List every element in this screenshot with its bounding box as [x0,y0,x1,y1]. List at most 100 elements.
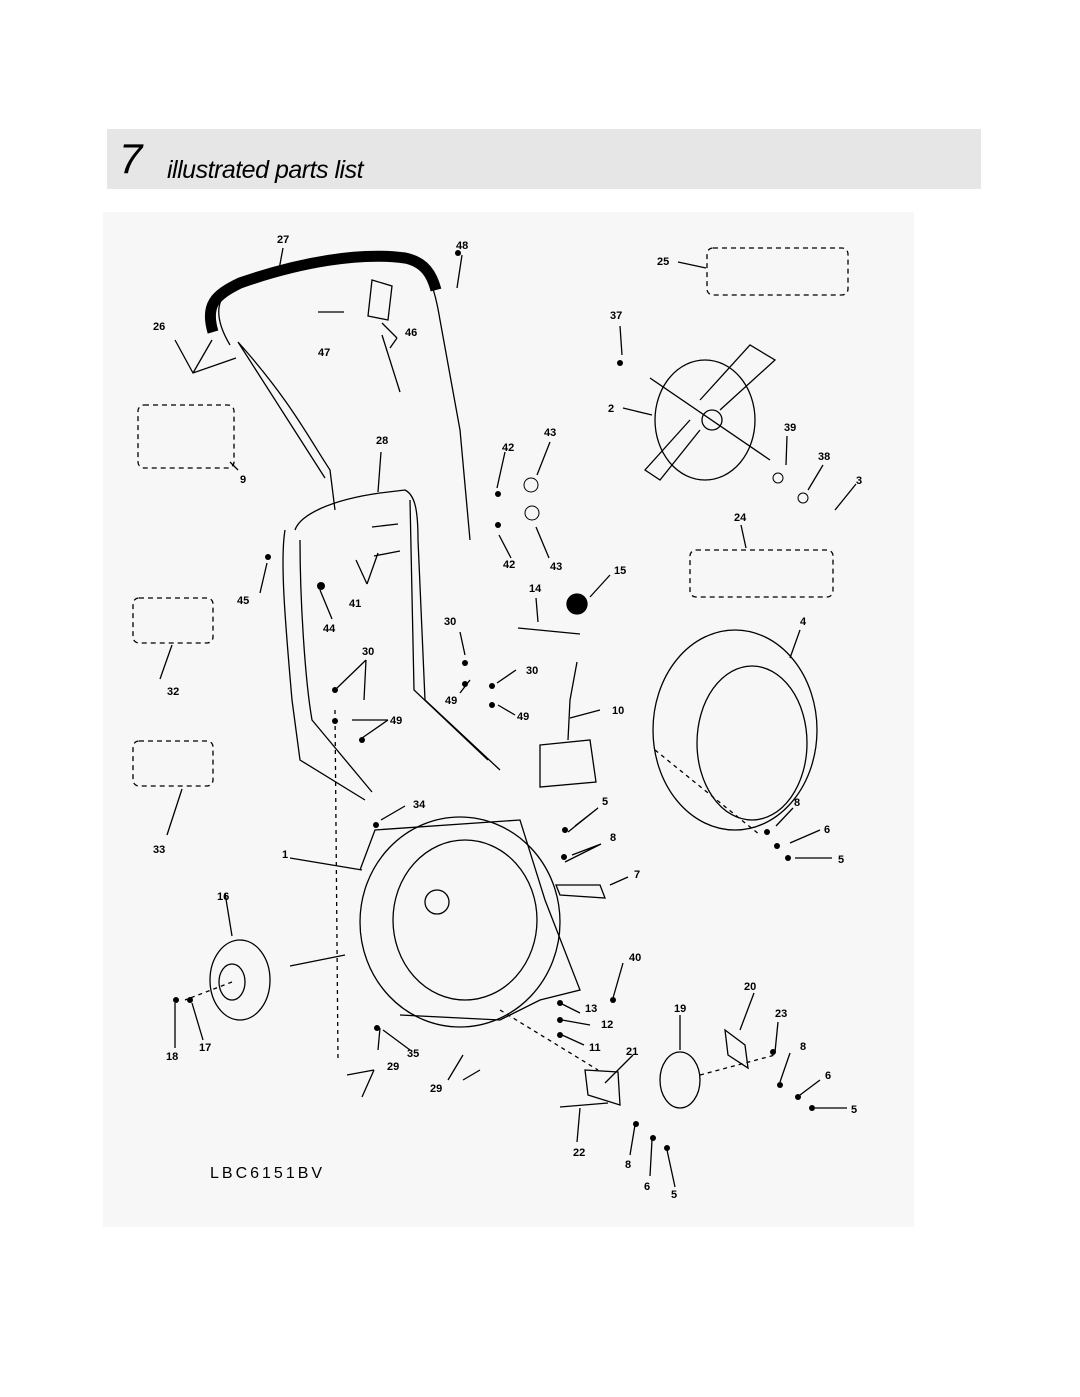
callout-30: 30 [444,616,456,628]
bracket-21 [584,1069,621,1106]
callout-5: 5 [851,1104,857,1116]
callout-27: 27 [277,234,289,246]
leader-lines [159,247,857,1188]
callout-1: 1 [282,849,288,861]
spring-14 [517,627,581,635]
wheel-16-hub [218,963,246,1001]
callout-42: 42 [502,442,514,454]
handle-grip [204,250,442,334]
housing-inlet [424,889,450,915]
callout-33: 33 [153,844,165,856]
model-number: LBC6151BV [210,1165,325,1182]
callout-18: 18 [166,1051,178,1063]
callout-39: 39 [784,422,796,434]
impeller-blade-bottom [644,419,701,481]
callout-23: 23 [775,1008,787,1020]
bracket-20 [724,1028,749,1070]
callout-13: 13 [585,1003,597,1015]
impeller-backplate [654,359,756,481]
impeller-hub [701,409,723,431]
callout-21: 21 [626,1046,638,1058]
callout-49: 49 [445,695,457,707]
callout-32: 32 [167,686,179,698]
section-header: 7 illustrated parts list [107,129,981,189]
callout-10: 10 [612,705,624,717]
phantom-lines [184,709,776,1076]
bracket-48 [367,279,393,321]
callout-8: 8 [794,797,800,809]
callout-47: 47 [318,347,330,359]
callout-9: 9 [240,474,246,486]
handle-bar [218,259,471,541]
bolts-41 [371,523,401,557]
callout-43: 43 [544,427,556,439]
callout-14: 14 [529,583,542,595]
callout-20: 20 [744,981,756,993]
callout-7: 7 [634,869,640,881]
callout-37: 37 [610,310,622,322]
callout-40: 40 [629,952,641,964]
callout-49: 49 [517,711,529,723]
callout-8: 8 [625,1159,631,1171]
callout-16: 16 [217,891,229,903]
callout-41: 41 [349,598,361,610]
callout-44: 44 [323,623,336,635]
callout-35: 35 [407,1048,419,1060]
label-box-33 [132,740,214,787]
callout-12: 12 [601,1019,613,1031]
callout-43: 43 [550,561,562,573]
callout-17: 17 [199,1042,211,1054]
housing-side [359,819,581,1021]
label-box-25 [706,247,849,296]
label-box-9 [137,404,235,469]
callout-29: 29 [387,1061,399,1073]
housing-cover-inner [696,665,808,821]
section-number: 7 [119,135,143,182]
callout-48: 48 [456,240,468,252]
callout-5: 5 [671,1189,677,1201]
callout-45: 45 [237,595,249,607]
callout-4: 4 [800,616,807,628]
pin-46 [381,334,401,393]
lever-10 [539,661,597,788]
callout-5: 5 [838,854,844,866]
callout-8: 8 [610,832,616,844]
callout-34: 34 [413,799,426,811]
impeller-shaft [649,377,771,461]
bolt-22 [559,1102,609,1108]
label-box-32 [132,597,214,644]
axle [289,954,346,967]
impeller-blade-top [699,344,777,411]
frame-inner [299,499,489,793]
callout-2: 2 [608,403,614,415]
wheel-16 [209,939,271,1021]
callout-38: 38 [818,451,830,463]
diagram-line-art [132,247,857,1188]
callout-3: 3 [856,475,862,487]
label-box-24 [689,549,834,598]
callout-6: 6 [644,1181,650,1193]
callout-6: 6 [825,1070,831,1082]
callout-6: 6 [824,824,830,836]
callout-29: 29 [430,1083,442,1095]
callout-19: 19 [674,1003,686,1015]
callout-15: 15 [614,565,626,577]
main-housing-inner [392,839,538,1001]
parts-diagram-panel [103,212,914,1227]
callout-24: 24 [734,512,747,524]
callout-25: 25 [657,256,669,268]
callout-30: 30 [526,665,538,677]
callout-11: 11 [589,1042,601,1054]
callout-42: 42 [503,559,515,571]
callout-22: 22 [573,1147,585,1159]
section-title: illustrated parts list [167,156,364,184]
callout-49: 49 [390,715,402,727]
hardware-dots [173,250,815,1151]
main-housing-outer [359,816,561,1028]
callout-28: 28 [376,435,388,447]
callout-30: 30 [362,646,374,658]
callout-26: 26 [153,321,165,333]
callout-5: 5 [602,796,608,808]
